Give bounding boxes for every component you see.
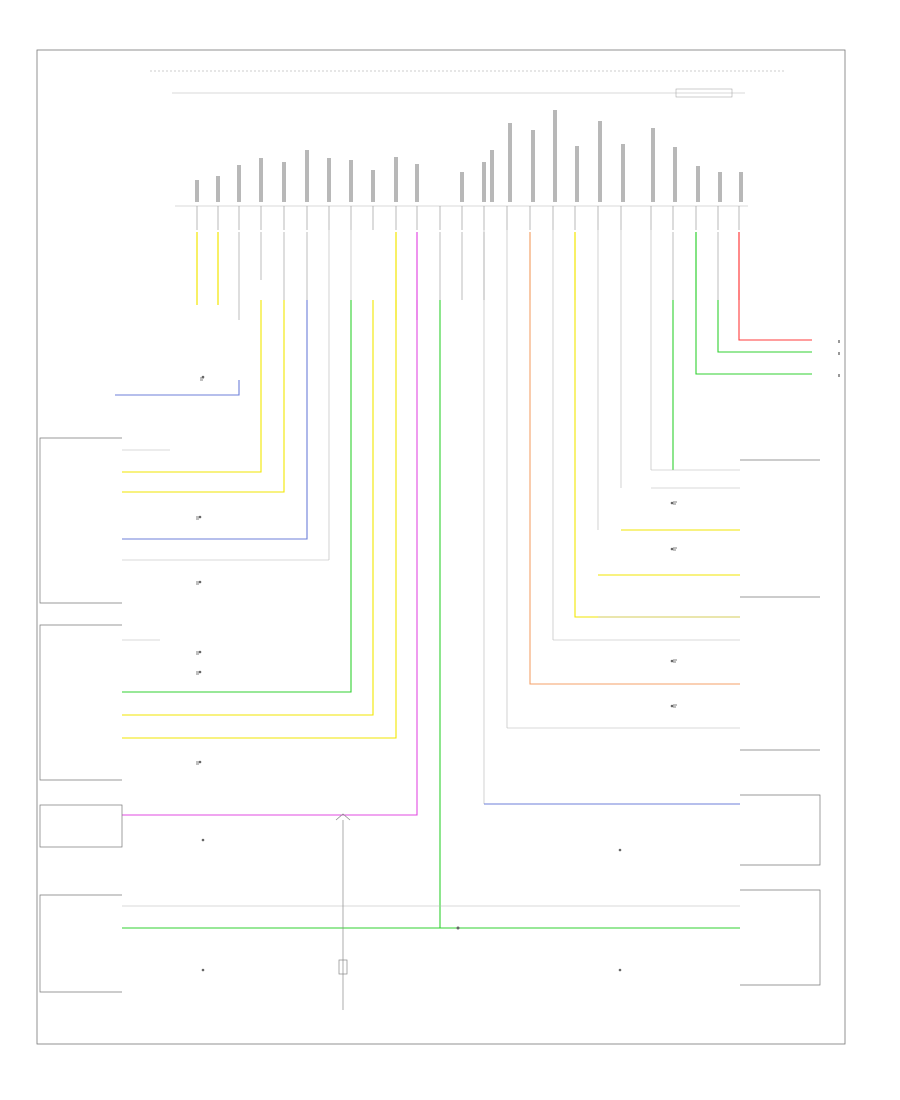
green-wire-top-right-a (717, 300, 812, 353)
orange-wire (529, 300, 740, 685)
yellow-wire-left-b (122, 300, 285, 493)
module-pin-label-blocks (195, 110, 743, 202)
right-edge-markers (838, 340, 840, 377)
gray-horizontal-wires-right (507, 469, 740, 729)
gray-horizontal-wires-left (122, 449, 329, 641)
blue-wire-left-mid (122, 300, 308, 540)
green-wire-top-right-b (695, 300, 812, 375)
magenta-wire (122, 300, 418, 816)
yellow-wire-right-a (574, 300, 740, 618)
splice-dots (198, 375, 674, 972)
center-bottom-component (335, 813, 351, 1010)
ground-symbols (196, 377, 677, 765)
diagram-frame (36, 49, 846, 1045)
left-module-boxes (39, 437, 123, 993)
right-module-boxes (740, 459, 821, 986)
module-pin-stubs (196, 232, 740, 320)
gray-vertical-wires (328, 230, 652, 804)
yellow-wire-left-a (122, 300, 262, 473)
yellow-wire-left-d (122, 300, 397, 739)
yellow-wire-left-c (122, 300, 374, 716)
red-wire (738, 290, 812, 341)
green-wire-left (122, 300, 352, 693)
module-pin-ticks (196, 206, 740, 230)
header-connector-box (675, 88, 733, 98)
blue-wire-left-top (115, 380, 240, 396)
